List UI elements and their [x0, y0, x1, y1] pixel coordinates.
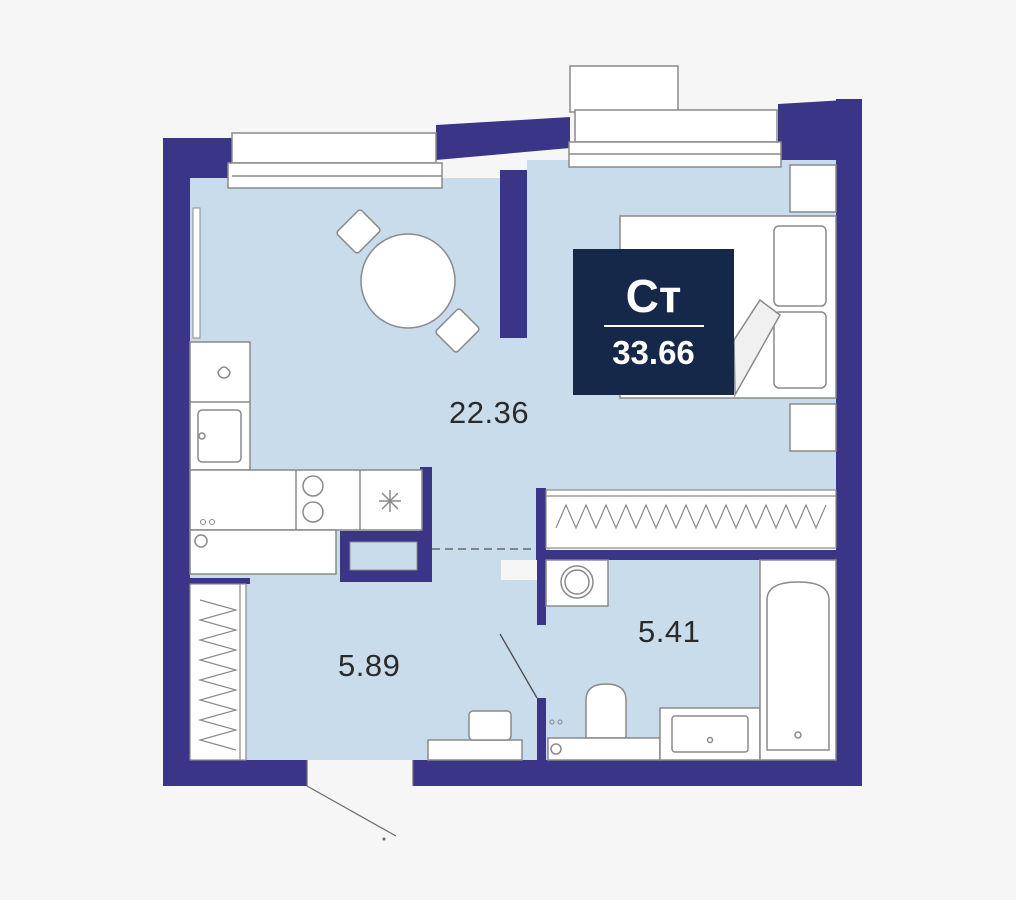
- nightstands: [789, 164, 837, 452]
- area-hallway: 5.89: [338, 648, 401, 683]
- entrance-door: [306, 760, 414, 837]
- wardrobe-main: [545, 489, 837, 549]
- bathtub: [759, 559, 837, 761]
- apartment-badge: Ст 33.66: [573, 249, 734, 395]
- total-area: 33.66: [612, 334, 695, 371]
- hall-cabinet: [427, 710, 523, 761]
- sink: [659, 707, 761, 761]
- bathroom-door: [499, 633, 538, 699]
- washing-machine: [545, 559, 609, 607]
- door-dot: [382, 837, 386, 841]
- walls: [163, 99, 862, 786]
- niche: [349, 541, 418, 571]
- wardrobe-hall: [189, 583, 247, 761]
- dining-table: [336, 209, 480, 353]
- kitchen-marks: [379, 490, 401, 512]
- small-dots: [549, 719, 563, 725]
- wall-panel: [192, 207, 201, 339]
- area-living-room: 22.36: [449, 395, 530, 430]
- badge-divider: [603, 325, 704, 327]
- area-bathroom: 5.41: [638, 614, 701, 649]
- kitchen: [189, 341, 423, 575]
- dots: [200, 519, 215, 525]
- windows: [227, 65, 782, 189]
- apartment-type: Ст: [625, 270, 682, 322]
